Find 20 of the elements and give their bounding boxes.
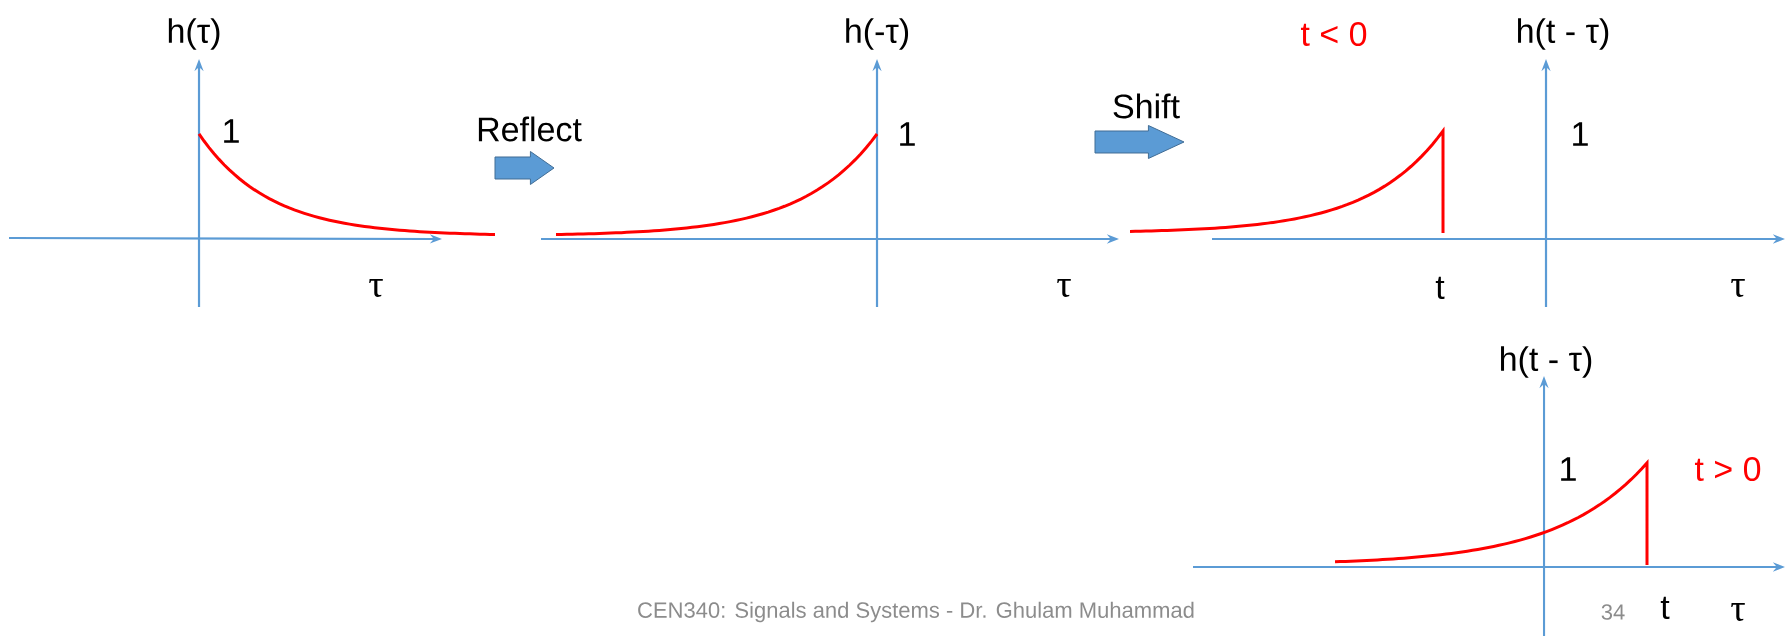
axis-label: h(t - τ): [1501, 346, 1592, 378]
condition-label: t < 0: [1301, 21, 1367, 47]
page-number: 34: [1601, 604, 1625, 620]
tick-label: t: [1435, 276, 1445, 300]
tick-label: t: [1660, 596, 1670, 620]
axis-label: h(τ): [168, 18, 220, 50]
axis-label: τ: [1057, 279, 1071, 297]
operation-label: Reflect: [478, 116, 582, 142]
tick-label: 1: [224, 119, 239, 143]
axis-label: τ: [1731, 603, 1745, 621]
tick-label: 1: [1573, 122, 1588, 146]
tick-label: 1: [1561, 457, 1576, 481]
footer-text: CEN340: Signals and Systems - Dr. Ghulam Muhammad: [638, 601, 1194, 623]
condition-label: t > 0: [1694, 456, 1761, 482]
axis-label: τ: [369, 279, 383, 297]
tick-label: 1: [900, 122, 915, 146]
operation-label: Shift: [1113, 93, 1180, 119]
axis-label: h(t - τ): [1518, 18, 1609, 50]
axis-label: h(-τ): [846, 18, 909, 50]
axis-label: τ: [1731, 279, 1745, 297]
